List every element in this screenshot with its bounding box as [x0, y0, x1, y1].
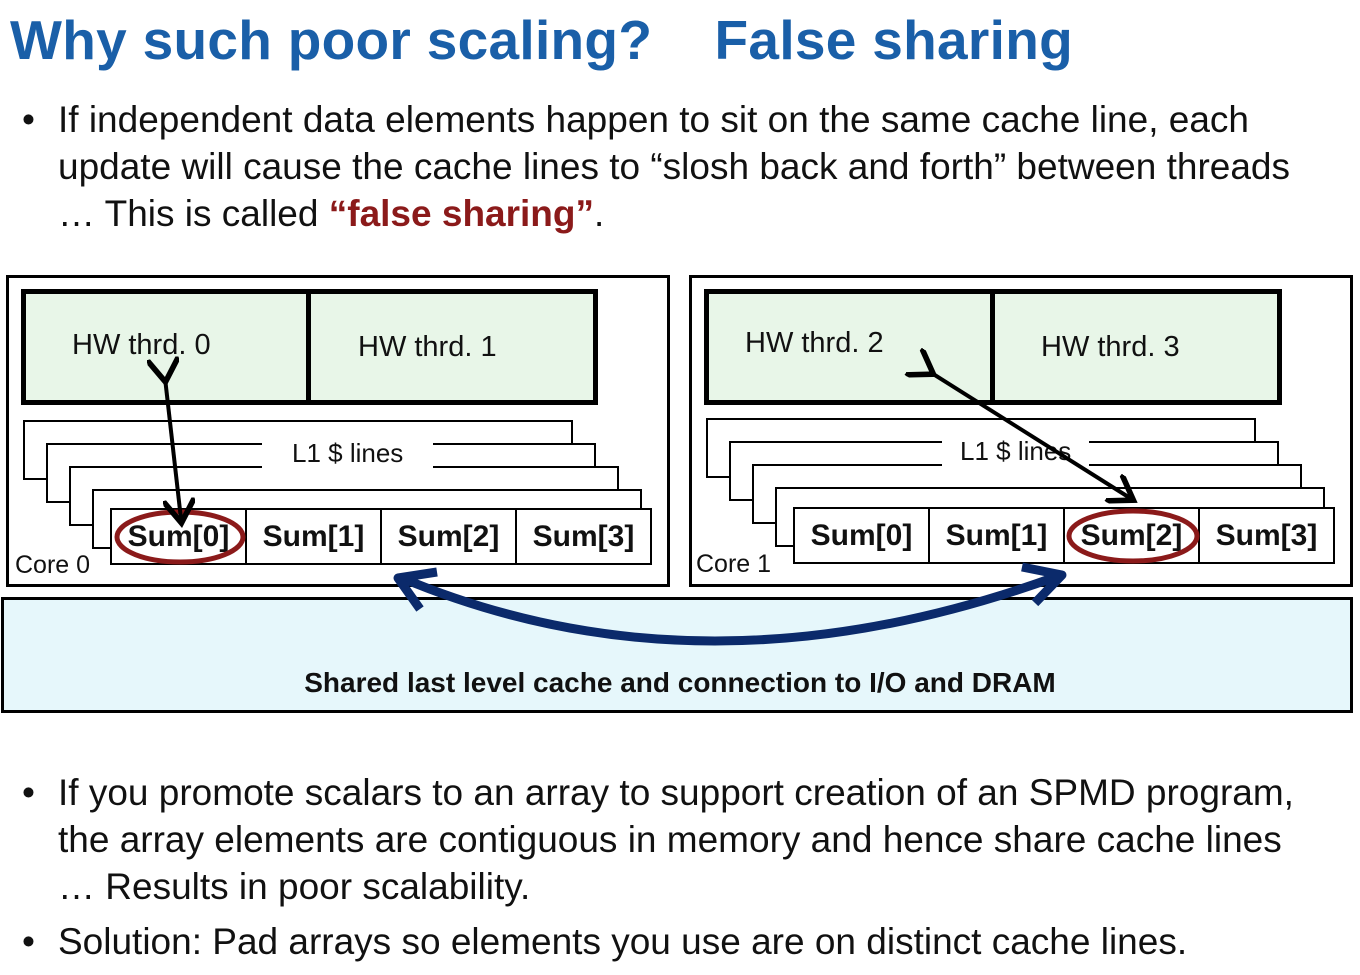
- sum-cell: Sum[1]: [247, 510, 382, 563]
- core-1-label: Core 1: [696, 550, 772, 578]
- bullet-text-after: .: [594, 193, 605, 234]
- sum-cell: Sum[3]: [532, 519, 635, 553]
- core-1-sum-array: Sum[0] Sum[1] Sum[2] Sum[3]: [793, 507, 1335, 564]
- l1-cache-label: L1 $ lines: [262, 438, 434, 469]
- bullet-text: Solution: Pad arrays so elements you use…: [58, 921, 1188, 962]
- hw-thread-1-box: [306, 289, 598, 405]
- bullet-promote-scalars: • If you promote scalars to an array to …: [22, 769, 1352, 910]
- bullet-dot: •: [22, 99, 35, 140]
- false-sharing-highlight: “false sharing”: [328, 193, 595, 234]
- page-title: Why such poor scaling? False sharing: [10, 9, 1074, 71]
- bullet-solution: • Solution: Pad arrays so elements you u…: [22, 918, 1352, 965]
- hw-thread-0-label: HW thrd. 0: [72, 329, 211, 361]
- bullet-dot: •: [22, 921, 35, 962]
- hw-thread-2-label: HW thrd. 2: [745, 327, 884, 359]
- bullet-dot: •: [22, 772, 35, 813]
- sum-cell: Sum[0]: [795, 509, 930, 562]
- bullet-false-sharing: • If independent data elements happen to…: [22, 96, 1352, 237]
- sum-cell: Sum[2]: [382, 510, 517, 563]
- sum-cell: Sum[0]: [112, 510, 247, 563]
- sum-cell: Sum[1]: [930, 509, 1065, 562]
- bottom-bullets: • If you promote scalars to an array to …: [22, 769, 1352, 965]
- bullet-text-before: If independent data elements happen to s…: [58, 99, 1291, 234]
- core-0-sum-array: Sum[0] Sum[1] Sum[2] Sum[3]: [110, 508, 652, 565]
- shared-cache-label: Shared last level cache and connection t…: [304, 667, 1056, 698]
- hw-thread-3-label: HW thrd. 3: [1041, 331, 1180, 363]
- hw-thread-1-label: HW thrd. 1: [358, 331, 497, 363]
- bullet-text: If you promote scalars to an array to su…: [58, 772, 1294, 907]
- sum-cell: Sum[3]: [1215, 518, 1318, 552]
- bullet-text: If independent data elements happen to s…: [58, 96, 1352, 237]
- l1-cache-label: L1 $ lines: [942, 436, 1090, 467]
- top-bullets: • If independent data elements happen to…: [22, 96, 1352, 237]
- core-0-label: Core 0: [15, 551, 91, 579]
- sum-cell: Sum[2]: [1065, 509, 1200, 562]
